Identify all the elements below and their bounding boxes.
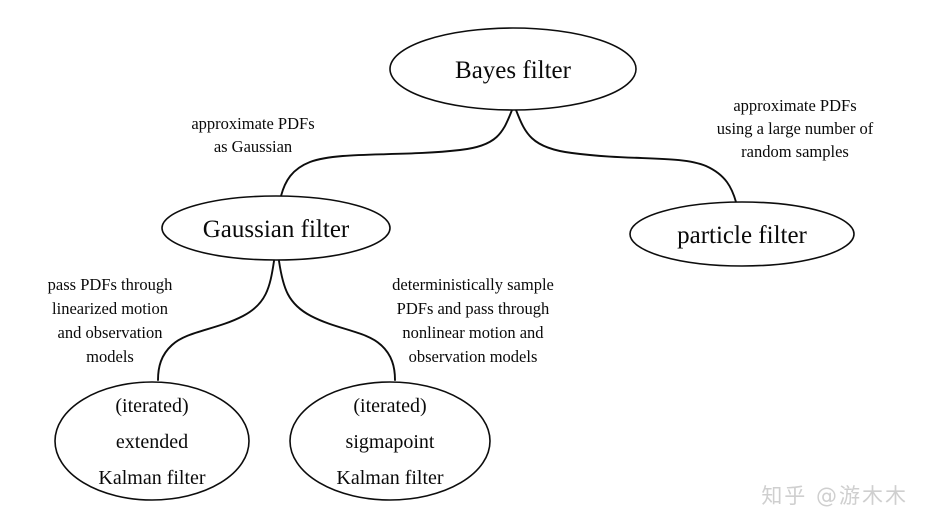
node-ellipse-spkf <box>289 381 491 501</box>
node-label-spkf: (iterated) <box>353 395 426 417</box>
edges-layer <box>157 109 737 381</box>
node-label-ekf: extended <box>116 431 188 453</box>
node-label-spkf: Kalman filter <box>336 467 444 489</box>
label-approximate-samples-line: using a large number of <box>717 119 874 138</box>
label-approximate-samples-line: random samples <box>741 142 849 161</box>
node-bayes[interactable]: Bayes filter <box>389 27 637 111</box>
label-deterministic-line: deterministically sample <box>392 275 554 294</box>
node-label-spkf: sigmapoint <box>346 431 435 453</box>
label-linearized-line: pass PDFs through <box>48 275 173 294</box>
node-label-gaussian: Gaussian filter <box>203 216 350 243</box>
label-approximate-samples-line: approximate PDFs <box>733 96 856 115</box>
edge-bayes-to-gaussian <box>280 109 513 197</box>
node-label-particle: particle filter <box>677 222 807 249</box>
node-ellipse-bayes <box>389 27 637 111</box>
node-ellipse-particle <box>629 201 855 267</box>
label-linearized-line: models <box>86 347 134 366</box>
node-label-ekf: Kalman filter <box>98 467 206 489</box>
label-deterministic-line: PDFs and pass through <box>397 299 550 318</box>
label-deterministic-line: observation models <box>409 347 538 366</box>
label-linearized: pass PDFs through linearized motion and ob… <box>48 275 173 366</box>
node-label-bayes: Bayes filter <box>455 57 572 84</box>
watermark: 知乎 @游木木 <box>761 484 908 508</box>
label-approximate-gaussian-line: approximate PDFs <box>191 114 314 133</box>
label-approximate-gaussian: approximate PDFs as Gaussian <box>191 114 314 156</box>
label-linearized-line: and observation <box>58 323 163 342</box>
edge-gaussian-to-spkf <box>278 260 396 381</box>
edge-gaussian-to-ekf <box>157 260 275 381</box>
node-gaussian[interactable]: Gaussian filter <box>161 195 391 261</box>
label-linearized-line: linearized motion <box>52 299 168 318</box>
node-ellipse-gaussian <box>161 195 391 261</box>
node-particle[interactable]: particle filter <box>629 201 855 267</box>
label-deterministic-line: nonlinear motion and <box>402 323 544 342</box>
label-approximate-samples: approximate PDFs using a large number of r… <box>717 96 874 161</box>
label-approximate-gaussian-line: as Gaussian <box>214 137 292 156</box>
node-label-ekf: (iterated) <box>115 395 188 417</box>
edge-bayes-to-particle <box>515 109 737 203</box>
node-ellipse-ekf <box>54 381 250 501</box>
